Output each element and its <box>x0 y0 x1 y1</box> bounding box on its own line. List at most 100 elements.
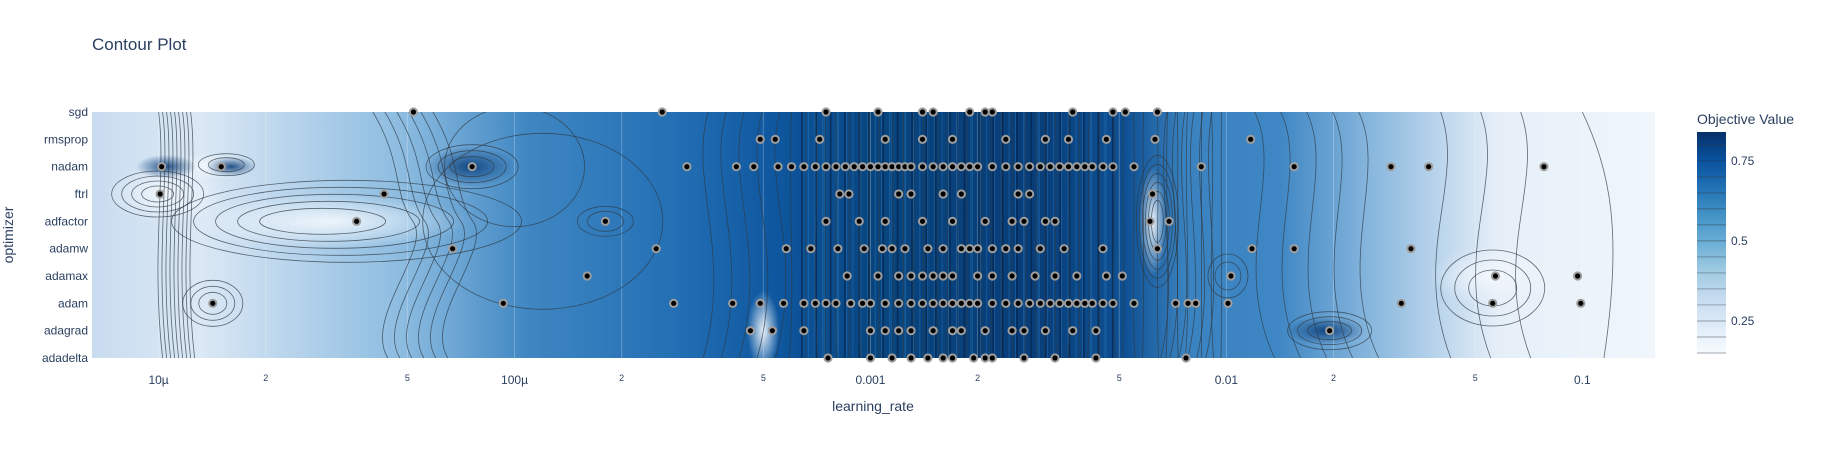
contour-line <box>1054 112 1057 358</box>
y-tick-label: adamw <box>49 242 88 256</box>
colorbar: Objective Value 0.250.50.75 <box>1697 111 1794 354</box>
trial-point <box>1424 162 1434 172</box>
contour-line <box>169 112 175 358</box>
trial-point <box>408 107 419 117</box>
trial-point <box>1025 189 1035 199</box>
trial-point <box>682 162 692 172</box>
trial-point <box>947 298 958 308</box>
colorbar-tick-label: 0.75 <box>1731 154 1755 168</box>
trial-point <box>1072 271 1082 281</box>
trial-point <box>1098 244 1108 254</box>
trial-point <box>906 162 916 172</box>
contour-line <box>1165 112 1169 358</box>
contour-ring <box>197 153 255 177</box>
contour-ring <box>1136 154 1179 288</box>
plot-area <box>92 107 1655 363</box>
trial-point <box>865 353 876 363</box>
trial-point <box>1087 298 1097 308</box>
trial-point <box>906 326 916 336</box>
trial-point <box>1164 216 1174 226</box>
x-tick-label: 2 <box>619 373 624 383</box>
contour-line <box>1178 112 1188 358</box>
trial-point <box>1226 271 1236 281</box>
trial-point <box>1091 326 1101 336</box>
trial-point <box>1539 162 1549 172</box>
y-tick-label: adadelta <box>42 351 88 365</box>
trial-point <box>1013 189 1023 199</box>
contour-ring <box>193 186 489 256</box>
contour-line <box>789 112 793 358</box>
contour-line <box>1435 112 1452 358</box>
trial-point <box>965 244 975 254</box>
trial-point <box>657 107 667 117</box>
trial-point <box>831 162 841 172</box>
trial-point <box>1013 298 1023 308</box>
trial-point <box>987 271 997 281</box>
contour-ring <box>1207 253 1249 299</box>
trial-point <box>987 107 997 117</box>
trial-point <box>844 189 854 199</box>
y-tick-label: sgd <box>69 105 88 119</box>
trial-point <box>938 244 948 254</box>
trial-point <box>854 216 864 226</box>
contour-ring <box>1440 249 1546 327</box>
contour-line <box>165 112 171 358</box>
contour-ring <box>449 156 495 178</box>
trial-point <box>157 162 167 172</box>
contour-ring <box>1307 321 1353 341</box>
trial-point <box>1050 353 1060 363</box>
trial-point <box>938 298 948 308</box>
colorbar-title: Objective Value <box>1697 111 1794 127</box>
trial-point <box>887 353 897 363</box>
contour-line <box>384 112 429 358</box>
trial-point <box>755 134 765 144</box>
contour-line <box>408 112 453 358</box>
trial-point <box>1013 244 1023 254</box>
trial-point <box>1045 162 1055 172</box>
trial-point <box>873 162 883 172</box>
contour-ring <box>1454 259 1532 317</box>
y-tick-label: adfactor <box>45 214 88 228</box>
contour-line <box>1087 112 1091 358</box>
trial-point <box>917 162 928 172</box>
x-tick-label: 2 <box>263 373 268 383</box>
trial-point <box>379 189 389 199</box>
contour-ring <box>198 291 228 315</box>
trial-point <box>887 244 897 254</box>
trial-point <box>1007 271 1017 281</box>
trial-point <box>1050 271 1060 281</box>
trial-point <box>849 162 859 172</box>
contour-line <box>891 112 895 358</box>
trial-point <box>781 244 791 254</box>
contour-lines <box>111 112 1614 358</box>
contour-line <box>1142 112 1145 358</box>
contour-line <box>1306 112 1327 358</box>
trial-point <box>840 162 850 172</box>
trial-point <box>1019 326 1029 336</box>
trial-point <box>1055 162 1065 172</box>
x-tick-label: 2 <box>1331 373 1336 383</box>
trial-point <box>831 298 841 308</box>
y-tick-label: adamax <box>45 269 88 283</box>
contour-line <box>946 112 949 358</box>
trial-point <box>1072 298 1082 308</box>
contour-ring <box>237 200 421 242</box>
heat-region <box>188 193 469 250</box>
contour-line <box>173 112 179 358</box>
trial-point <box>880 298 890 308</box>
trial-point <box>846 298 856 308</box>
trial-point <box>880 326 890 336</box>
trial-point <box>731 162 741 172</box>
trial-point <box>810 162 820 172</box>
contour-line <box>189 112 195 358</box>
contour-line <box>1177 112 1179 358</box>
heat-region <box>106 164 227 224</box>
contour-line <box>1079 112 1081 358</box>
trial-point <box>1120 107 1130 117</box>
trial-point <box>865 298 876 308</box>
trial-point <box>1098 298 1108 308</box>
trial-point <box>973 244 983 254</box>
contour-line <box>1254 112 1275 358</box>
trial-point <box>1001 162 1011 172</box>
contour-line <box>432 112 477 358</box>
